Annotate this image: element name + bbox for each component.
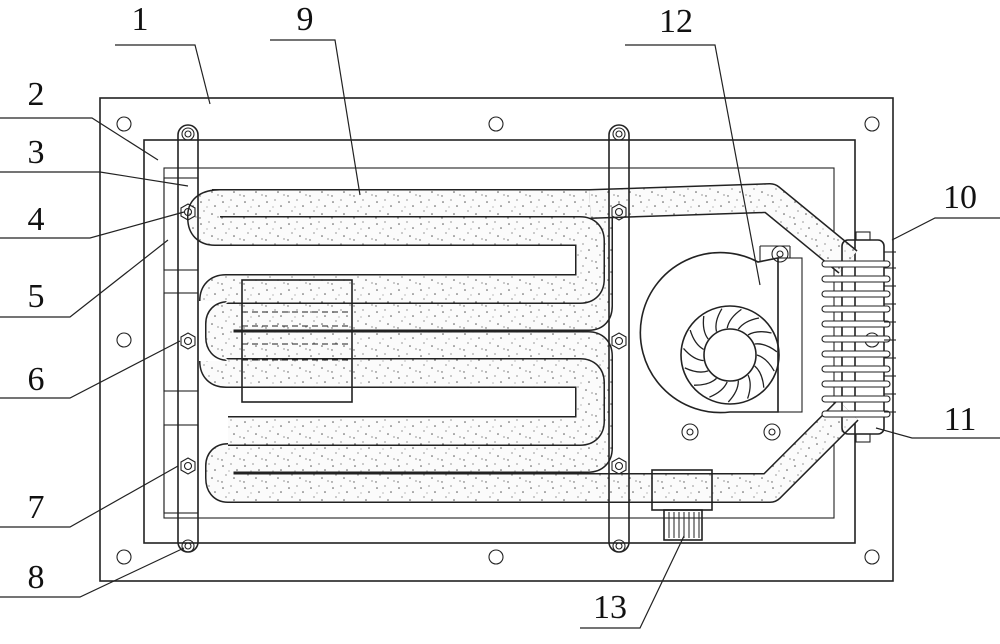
heat-sink-fin — [821, 260, 891, 268]
leader-lines — [0, 39, 1000, 629]
fan-blade — [715, 308, 723, 332]
callout-10: 10 — [943, 179, 977, 216]
heat-sink-connector-pins — [884, 251, 896, 413]
fan-blade — [754, 365, 765, 388]
fan-blade — [727, 380, 739, 403]
fan-blade — [683, 347, 704, 362]
fan-blade — [689, 329, 704, 350]
fan-blade — [746, 374, 751, 399]
fan-blade — [754, 343, 778, 353]
heat-sink-fin — [821, 365, 891, 373]
heat-sink-fin — [821, 410, 891, 418]
callout-2: 2 — [28, 76, 45, 113]
callout-labels: 1 2 3 4 5 6 7 8 9 10 11 12 13 — [28, 1, 978, 626]
fan-blade — [702, 315, 709, 340]
callout-6: 6 — [28, 361, 45, 398]
fan-rotor-ring — [680, 305, 780, 405]
clamp-block — [241, 279, 353, 403]
pump-unit — [651, 469, 713, 541]
callout-4: 4 — [28, 201, 45, 238]
heat-sink-fin — [821, 335, 891, 343]
mounting-holes — [116, 116, 880, 565]
callout-7: 7 — [28, 489, 45, 526]
fan-blade — [737, 317, 760, 330]
blower-fan — [639, 245, 803, 441]
fan-blade — [726, 308, 742, 329]
heat-sink-fin — [821, 290, 891, 298]
heat-sink-fin — [821, 275, 891, 283]
callout-12: 12 — [659, 3, 693, 40]
fan-blade — [747, 331, 772, 336]
fan-blades — [683, 308, 778, 403]
callout-5: 5 — [28, 278, 45, 315]
callout-8: 8 — [28, 559, 45, 596]
heat-sink — [821, 231, 891, 443]
clamp-hidden-lines — [242, 311, 352, 361]
heat-pipe — [187, 183, 859, 503]
fan-hub — [703, 328, 757, 382]
fan-blade — [709, 381, 728, 398]
heat-sink-fin — [821, 395, 891, 403]
callout-13: 13 — [593, 589, 627, 626]
fan-blade — [756, 354, 775, 372]
heat-sink-fins — [821, 260, 891, 418]
heat-sink-fin — [821, 305, 891, 313]
heat-sink-fin — [821, 380, 891, 388]
callout-11: 11 — [944, 401, 977, 438]
fan-blade — [684, 367, 709, 373]
heat-sink-fin — [821, 320, 891, 328]
callout-9: 9 — [297, 1, 314, 38]
fan-blade — [693, 377, 717, 386]
strap-bolts — [180, 127, 627, 553]
callout-3: 3 — [28, 134, 45, 171]
heat-sink-fin — [821, 350, 891, 358]
callout-1: 1 — [132, 1, 149, 38]
